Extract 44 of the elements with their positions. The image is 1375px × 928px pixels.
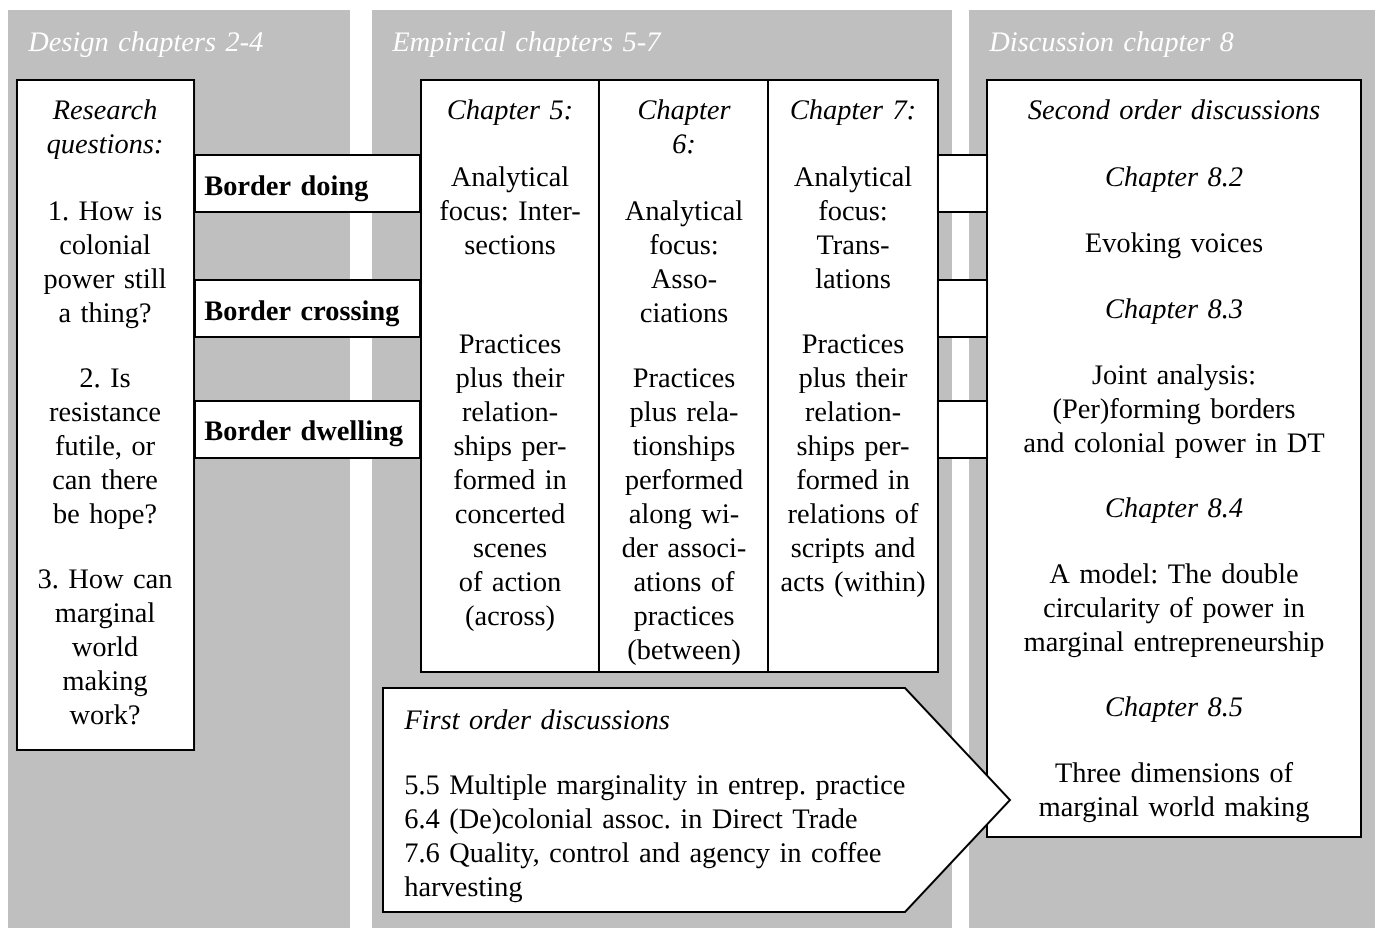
bar-label: Border dwelling — [204, 420, 403, 447]
connector-bar — [936, 399, 989, 460]
body-text: Evoking voices — [1085, 232, 1263, 259]
section-heading: Chapter 8.4 — [1106, 497, 1243, 524]
column-heading: Design chapters 2-4 — [27, 31, 263, 58]
question-text: 1. How is colonial power still a thing? — [43, 201, 166, 329]
connector-bar — [193, 399, 422, 460]
text-box — [767, 79, 939, 673]
body-text: A model: The double circularity of power in marginal entrepreneurship — [1024, 563, 1324, 658]
box-heading: First order discussions — [404, 709, 669, 730]
body-text: Analytical focus: Trans- lations — [794, 166, 912, 289]
connector-bar — [193, 153, 422, 214]
body-text: Practices plus their relation- ships per- formed in concerted scenes of action (across) — [454, 334, 567, 632]
section-heading: Chapter 8.2 — [1106, 166, 1243, 193]
bar-label: Border doing — [204, 175, 369, 202]
body-text: Analytical focus: Inter- sections — [440, 166, 580, 255]
arrow-box — [382, 687, 1012, 913]
question-text: 2. Is resistance futile, or can there be hope? — [49, 368, 160, 530]
question-text: 3. How can marginal world making work? — [38, 569, 172, 725]
body-text: Practices plus rela- tionships performed along wi- der associ- ations of practices (between) — [622, 368, 746, 666]
bar-label: Border crossing — [204, 300, 400, 327]
column-heading: Discussion chapter 8 — [988, 31, 1234, 58]
list-item: 5.5 Multiple marginality in entrep. practice — [405, 774, 905, 801]
section-heading: Chapter 8.5 — [1106, 696, 1243, 723]
list-item: 6.4 (De)colonial assoc. in Direct Trade — [405, 808, 857, 835]
box-heading: Research questions: — [47, 99, 162, 160]
connector-bar — [936, 153, 989, 214]
connector-bar — [936, 278, 989, 339]
list-item: 7.6 Quality, control and agency in coffee harvesting — [404, 842, 881, 903]
text-box — [420, 79, 600, 673]
box-heading: Chapter 6: — [639, 99, 731, 154]
connector-bar — [193, 278, 422, 339]
text-box — [986, 78, 1362, 839]
section-heading: Chapter 8.3 — [1106, 298, 1243, 325]
body-text: Three dimensions of marginal world making — [1039, 762, 1309, 823]
box-heading: Chapter 5: — [448, 99, 571, 126]
text-box — [597, 79, 770, 673]
box-heading: Second order discussions — [1028, 99, 1320, 120]
box-heading: Chapter 7: — [791, 99, 914, 126]
body-text: Analytical focus: Asso- ciations — [625, 200, 743, 323]
column-heading: Empirical chapters 5-7 — [391, 31, 662, 58]
body-text: Practices plus their relation- ships per- formed in relations of scripts and acts (within) — [781, 334, 925, 598]
body-text: Joint analysis: (Per)forming borders and colonial power in DT — [1024, 364, 1325, 459]
text-box — [15, 79, 196, 751]
